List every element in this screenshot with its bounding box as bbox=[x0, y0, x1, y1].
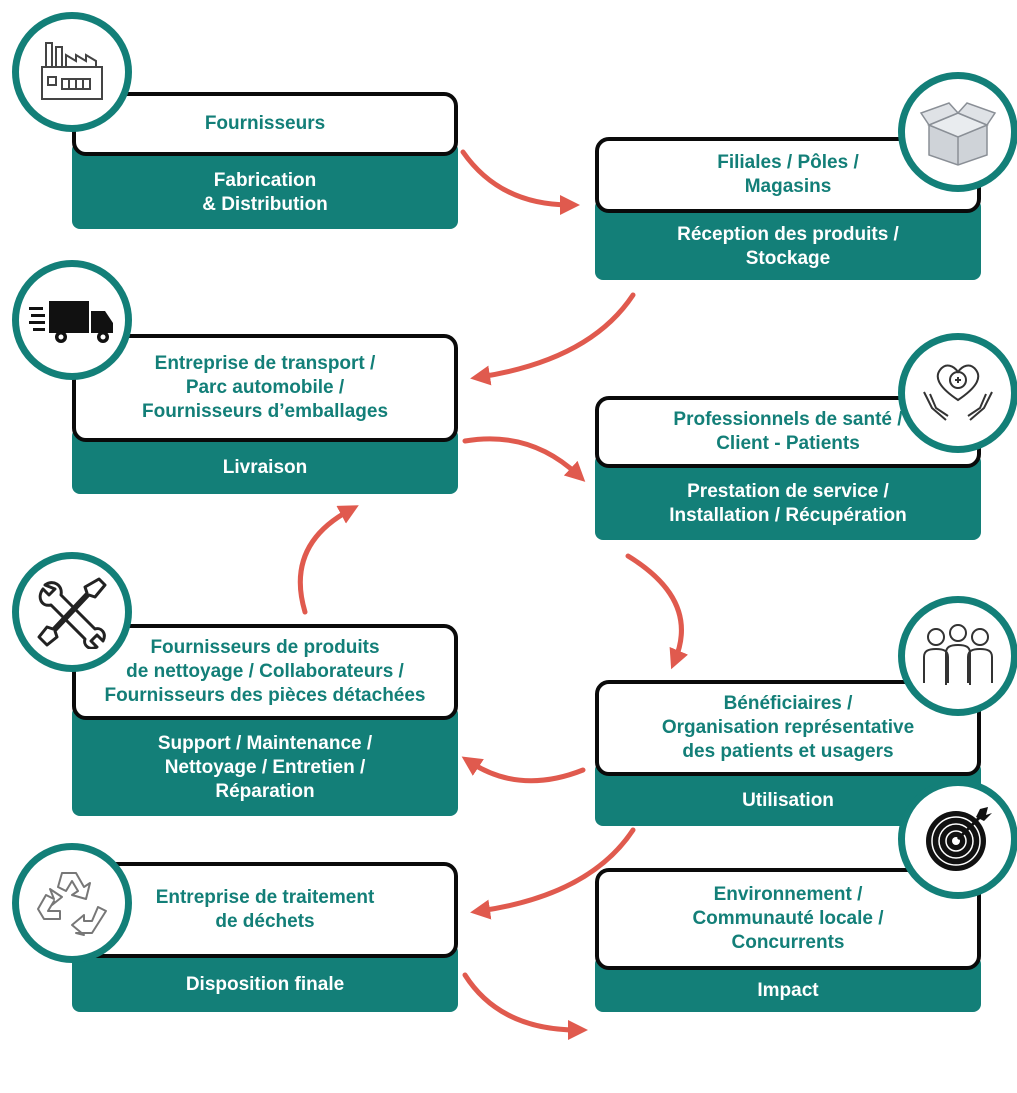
card-maintenance: Fournisseurs de produits de nettoyage / … bbox=[72, 624, 458, 816]
arrow-5-to-3 bbox=[297, 505, 359, 615]
arrow-6-to-5 bbox=[461, 756, 586, 784]
card-title: Fournisseurs bbox=[72, 92, 458, 156]
card-transport: Entreprise de transport / Parc automobil… bbox=[72, 334, 458, 494]
arrow-3-to-4 bbox=[462, 436, 586, 482]
factory-circle bbox=[12, 12, 132, 132]
care-hands-icon bbox=[923, 364, 993, 421]
card-title: Bénéficiaires / Organisation représentat… bbox=[595, 680, 981, 776]
card-dechets: Entreprise de traitement de déchets Disp… bbox=[72, 862, 458, 1012]
recycle-icon bbox=[37, 872, 107, 936]
card-impact: Environnement / Communauté locale / Conc… bbox=[595, 868, 981, 1012]
card-stage: Fabrication & Distribution bbox=[72, 142, 458, 229]
target-circle bbox=[898, 779, 1017, 899]
arrow-7-to-8 bbox=[462, 972, 588, 1040]
card-title: Entreprise de traitement de déchets bbox=[72, 862, 458, 958]
factory-icon bbox=[41, 42, 103, 100]
card-title: Entreprise de transport / Parc automobil… bbox=[72, 334, 458, 442]
box-circle bbox=[898, 72, 1017, 192]
target-icon bbox=[926, 807, 992, 871]
people-circle bbox=[898, 596, 1017, 716]
arrow-1-to-2 bbox=[460, 149, 580, 215]
people-icon bbox=[923, 624, 993, 685]
truck-circle bbox=[12, 260, 132, 380]
card-stage: Support / Maintenance / Nettoyage / Entr… bbox=[72, 706, 458, 816]
box-icon bbox=[919, 102, 997, 166]
truck-icon bbox=[29, 301, 113, 343]
tools-icon bbox=[37, 577, 107, 649]
tools-circle bbox=[12, 552, 132, 672]
card-title: Fournisseurs de produits de nettoyage / … bbox=[72, 624, 458, 720]
card-stage: Prestation de service / Installation / R… bbox=[595, 454, 981, 540]
card-title: Environnement / Communauté locale / Conc… bbox=[595, 868, 981, 970]
recycle-circle bbox=[12, 843, 132, 963]
card-fournisseurs: Fournisseurs Fabrication & Distribution bbox=[72, 92, 458, 229]
arrow-2-to-3 bbox=[470, 292, 636, 386]
card-beneficiaires: Bénéficiaires / Organisation représentat… bbox=[595, 680, 981, 826]
arrow-6-to-7 bbox=[470, 827, 636, 920]
arrow-4-to-6 bbox=[625, 553, 689, 670]
care-circle bbox=[898, 333, 1017, 453]
